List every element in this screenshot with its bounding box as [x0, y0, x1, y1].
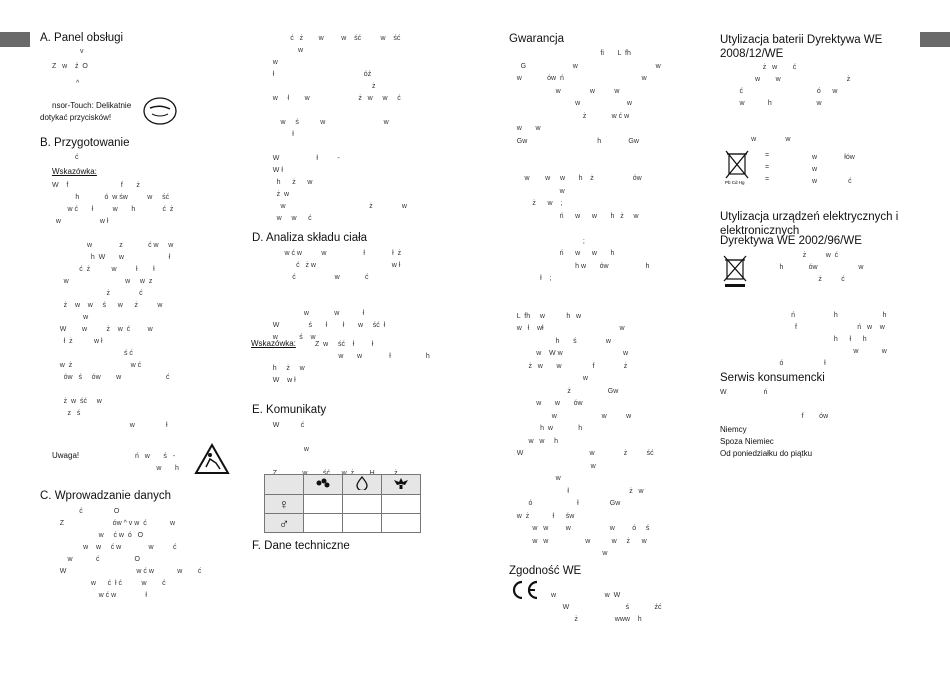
heading-baterii: Utylizacja baterii Dyrektywa WE 2008/12/…	[720, 34, 883, 60]
touch-button-icon	[143, 97, 177, 125]
svg-text:Pb Cd Hg: Pb Cd Hg	[725, 180, 745, 185]
sensor-touch-label: nsor-Touch: Delikatnie	[52, 101, 132, 110]
warning-slip-icon	[194, 443, 230, 474]
ce-mark-icon	[512, 580, 538, 600]
heading-e: E. Komunikaty	[252, 404, 327, 416]
heading-elektro-dyrektywa: Dyrektywa WE 2002/96/WE	[720, 235, 862, 247]
male-symbol: ♂	[264, 513, 304, 533]
water-drop-icon	[342, 474, 382, 495]
hours-label: Od poniedziałku do piątku	[720, 449, 813, 458]
chapter-tab-right	[920, 32, 950, 47]
heading-c: C. Wprowadzanie danych	[40, 490, 172, 502]
uwaga-label: Uwaga!	[52, 451, 80, 460]
wskazowka-label-1: Wskazówka:	[52, 167, 97, 176]
spoza-niemiec-label: Spoza Niemiec	[720, 437, 774, 446]
weee-bin-icon	[723, 255, 747, 287]
heading-d: D. Analiza składu ciała	[252, 232, 368, 244]
niemcy-label: Niemcy	[720, 425, 747, 434]
heading-serwis: Serwis konsumencki	[720, 372, 825, 384]
heading-gwarancja: Gwarancja	[509, 33, 564, 45]
heading-elektro: Utylizacja urządzeń elektrycznych i elek…	[720, 211, 899, 237]
heading-b: B. Przygotowanie	[40, 137, 130, 149]
fat-drops-icon	[303, 474, 343, 495]
heading-f: F. Dane techniczne	[252, 540, 350, 552]
female-symbol: ♀	[264, 494, 304, 514]
wskazowka-label-2: Wskazówka:	[251, 339, 296, 348]
battery-eq-2: =	[765, 164, 770, 171]
results-table: ♀ ♂	[264, 474, 421, 533]
heading-a: A. Panel obsługi	[40, 32, 124, 44]
battery-eq-3: =	[765, 176, 770, 183]
battery-eq-1: =	[765, 152, 770, 159]
chapter-tab-left	[0, 32, 30, 47]
sensor-touch-label-2: dotykać przycisków!	[40, 113, 112, 122]
heading-zgodnosc: Zgodność WE	[509, 565, 582, 577]
battery-recycle-bin-icon: Pb Cd Hg	[725, 150, 749, 185]
muscle-icon	[381, 474, 421, 495]
